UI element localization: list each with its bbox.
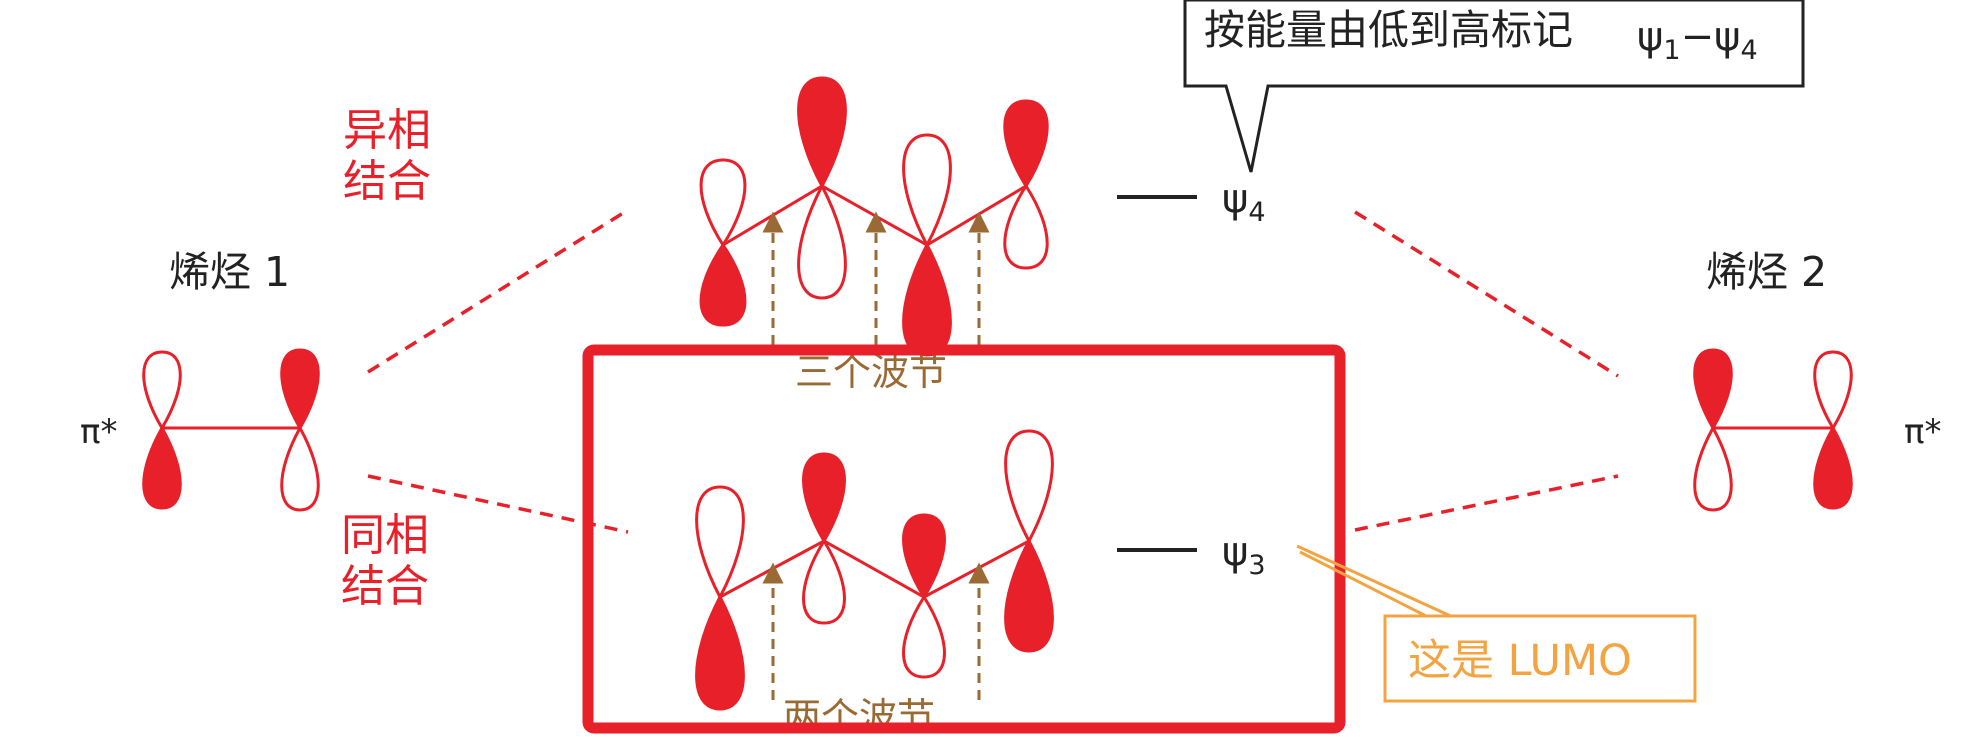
psi4-p3-upper-lobe <box>902 133 952 249</box>
alkene1-p1-lower-lobe <box>142 424 182 510</box>
psi4-p4-lower-lobe <box>1003 183 1049 270</box>
alkene1-orbital-label: π* <box>80 412 117 452</box>
psi4-p4-upper-lobe <box>1003 99 1049 189</box>
out-of-phase-label-line2: 结合 <box>343 156 431 207</box>
psi4-p1-lower-lobe <box>699 242 747 327</box>
lumo-highlight-box <box>582 344 1346 734</box>
psi3-label: ψ3 <box>1222 529 1266 581</box>
psi3-p1-upper-lobe <box>695 485 745 601</box>
alkene2-p1-lower-lobe <box>1693 424 1733 512</box>
psi3-p4-lower-lobe <box>1004 537 1054 653</box>
callout-text: 按能量由低到高标记 <box>1204 6 1573 54</box>
alkene1-p1-upper-lobe <box>142 350 182 431</box>
lumo-note-box <box>1383 614 1697 703</box>
orbital-lobes <box>142 76 1853 711</box>
correlation-line <box>1354 474 1619 532</box>
psi4-p2-upper-lobe <box>797 76 847 190</box>
psi3-sigma-framework <box>719 539 1030 599</box>
callout-box <box>1183 0 1805 173</box>
psi3-p2-upper-lobe <box>802 452 846 544</box>
nodal-markers <box>762 211 990 700</box>
psi4-nodes-label: 三个波节 <box>795 350 947 394</box>
psi3-p4-upper-lobe <box>1004 429 1054 545</box>
psi4-label: ψ4 <box>1222 176 1266 228</box>
in-phase-label-line1: 同相 <box>341 510 429 561</box>
lumo-pointer-edge <box>1299 550 1431 620</box>
out-of-phase-label-line1: 异相 <box>343 105 431 156</box>
psi3-p3-lower-lobe <box>902 594 946 679</box>
lumo-pointer <box>1296 544 1456 620</box>
psi3-p2-lower-lobe <box>802 538 846 625</box>
alkene1-label: 烯烃 1 <box>169 248 290 296</box>
alkene2-label: 烯烃 2 <box>1706 248 1827 296</box>
psi3-p3-upper-lobe <box>902 513 946 600</box>
correlation-line <box>367 208 629 374</box>
alkene1-p2-upper-lobe <box>280 348 320 431</box>
alkene2-p1-upper-lobe <box>1693 348 1733 431</box>
psi4-p1-upper-lobe <box>699 158 747 248</box>
psi3-p1-lower-lobe <box>695 593 745 711</box>
alkene2-orbital-label: π* <box>1904 412 1941 452</box>
psi4-p2-lower-lobe <box>797 182 847 300</box>
correlation-line <box>1354 210 1619 378</box>
alkene1-p2-lower-lobe <box>280 424 320 512</box>
alkene2-p2-lower-lobe <box>1813 424 1853 510</box>
psi4-p3-lower-lobe <box>902 241 952 357</box>
lumo-note-text: 这是 LUMO <box>1408 636 1632 686</box>
alkene2-p2-upper-lobe <box>1813 350 1853 431</box>
callout-psi-range: ψ1−ψ4 <box>1637 14 1758 66</box>
in-phase-label-line2: 结合 <box>341 561 429 612</box>
